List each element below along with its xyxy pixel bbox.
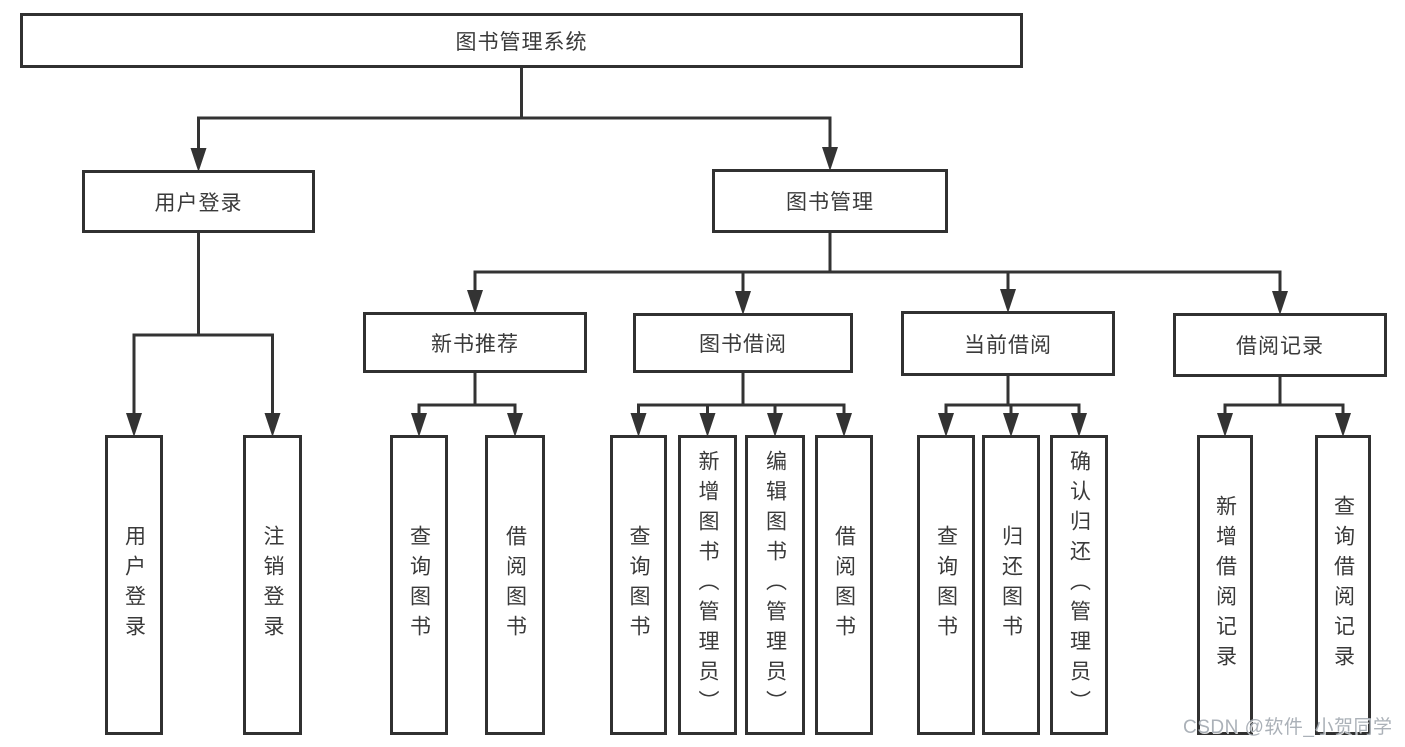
node-borrow-records: 借阅记录 [1173,313,1387,377]
arrowhead-icon [126,413,142,437]
arrowhead-icon [822,147,838,171]
arrowhead-icon [1003,413,1019,437]
node-new-book-rec: 新书推荐 [363,312,587,373]
arrowhead-icon [767,413,783,437]
node-label: 查询图书 [627,525,650,645]
node-label: 查询图书 [934,525,958,645]
arrowhead-icon [735,291,751,315]
arrowhead-icon [699,413,716,437]
node-label: 新增借阅记录 [1213,495,1237,675]
node-leaf-rec-query: 查询借阅记录 [1315,435,1371,735]
node-label: 查询图书 [407,525,431,645]
arrowhead-icon [1217,413,1233,437]
node-leaf-nb-query: 查询图书 [390,435,448,735]
arrowhead-icon [630,413,647,437]
node-leaf-bb-borrow: 借阅图书 [815,435,873,735]
arrowhead-icon [467,290,483,314]
node-label: 图书管理系统 [455,30,588,54]
node-label: 当前借阅 [964,333,1052,357]
arrowhead-icon [411,413,427,437]
node-leaf-bb-add: 新增图书（管理员） [678,435,737,735]
arrowhead-icon [507,413,523,437]
node-label: 编辑图书（管理员） [763,450,787,720]
watermark: CSDN @软件_小贺同学 [1183,717,1393,738]
arrowhead-icon [190,148,207,172]
arrowhead-icon [938,413,954,437]
node-leaf-bb-edit: 编辑图书（管理员） [745,435,805,735]
node-leaf-rec-add: 新增借阅记录 [1197,435,1253,735]
node-leaf-user-login: 用户登录 [105,435,163,735]
node-leaf-bb-query: 查询图书 [610,435,667,735]
node-book-borrow: 图书借阅 [633,313,853,373]
node-label: 借阅图书 [503,525,527,645]
node-root: 图书管理系统 [20,13,1023,68]
arrowhead-icon [264,413,281,437]
node-label: 借阅图书 [832,525,856,645]
node-user-login-group: 用户登录 [82,170,315,233]
node-label: 确认归还（管理员） [1067,450,1091,720]
node-label: 归还图书 [999,525,1023,645]
node-label: 注销登录 [261,525,284,645]
arrowhead-icon [1272,291,1288,315]
node-current-borrow: 当前借阅 [901,311,1115,376]
node-label: 查询借阅记录 [1331,495,1355,675]
node-leaf-nb-borrow: 借阅图书 [485,435,545,735]
node-leaf-cb-confirm: 确认归还（管理员） [1050,435,1108,735]
node-leaf-cb-query: 查询图书 [917,435,975,735]
node-label: 新增图书（管理员） [696,450,719,720]
node-label: 用户登录 [154,191,243,215]
node-label: 图书借阅 [699,333,787,356]
arrowhead-icon [836,413,852,437]
node-book-mgmt: 图书管理 [712,169,948,233]
node-leaf-logout: 注销登录 [243,435,302,735]
node-label: 借阅记录 [1236,335,1324,358]
node-label: 用户登录 [122,525,146,645]
arrowhead-icon [1000,289,1016,313]
node-label: 新书推荐 [431,332,519,356]
arrowhead-icon [1335,413,1351,437]
arrowhead-icon [1071,413,1087,437]
node-label: 图书管理 [786,191,874,214]
node-leaf-cb-return: 归还图书 [982,435,1040,735]
